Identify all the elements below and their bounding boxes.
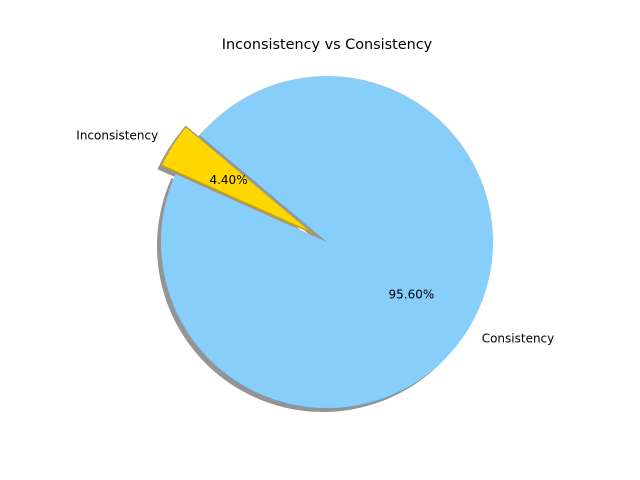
slices xyxy=(160,75,494,408)
labels: Inconsistency 4.40% Consistency 95.60% xyxy=(76,129,554,346)
chart-title: Inconsistency vs Consistency xyxy=(222,37,433,53)
slice-label-inconsistency: Inconsistency xyxy=(76,129,158,143)
slice-percent-inconsistency: 4.40% xyxy=(209,173,247,187)
slice-consistency xyxy=(161,75,494,408)
slice-label-consistency: Consistency xyxy=(482,331,555,345)
slice-inconsistency xyxy=(160,125,314,234)
slice-percent-consistency: 95.60% xyxy=(389,287,435,301)
